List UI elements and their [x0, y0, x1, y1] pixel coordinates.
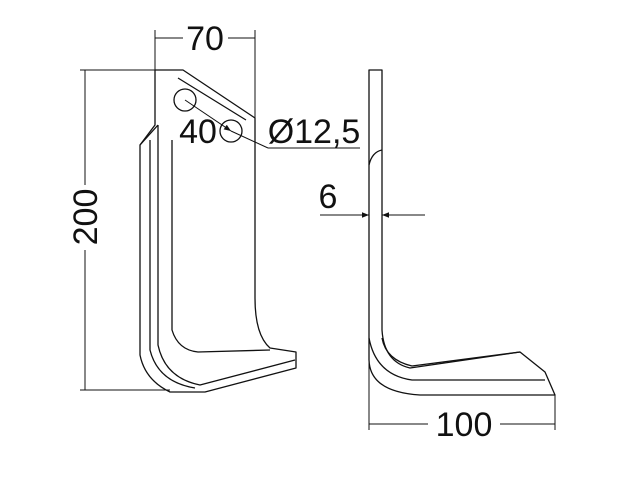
dimension-depth-bottom: [368, 360, 556, 430]
blade-bevel-line: [139, 77, 296, 386]
mounting-hole-lower: [219, 119, 243, 143]
dimension-width-top: [154, 30, 256, 118]
dimension-width-top-label: 70: [186, 20, 224, 58]
dimension-hole-leaders: [184, 99, 360, 149]
blade-outline: [139, 69, 297, 393]
dimension-depth-bottom-label: 100: [436, 406, 493, 444]
side-outline: [368, 69, 556, 396]
dimension-hole-spacing-label: 40: [179, 113, 217, 151]
side-inner-line: [368, 149, 545, 381]
dimension-thickness-label: 6: [319, 178, 338, 216]
dimension-hole-diameter-label: Ø12,5: [268, 113, 361, 151]
blade-inner-curve: [171, 140, 271, 353]
side-view-blade: [368, 69, 556, 396]
mounting-hole-upper: [173, 88, 197, 112]
blade-edge-line: [149, 140, 196, 389]
dimension-height-left: [80, 69, 170, 391]
dimension-height-left-label: 200: [67, 189, 105, 246]
front-view-blade: [139, 69, 297, 393]
